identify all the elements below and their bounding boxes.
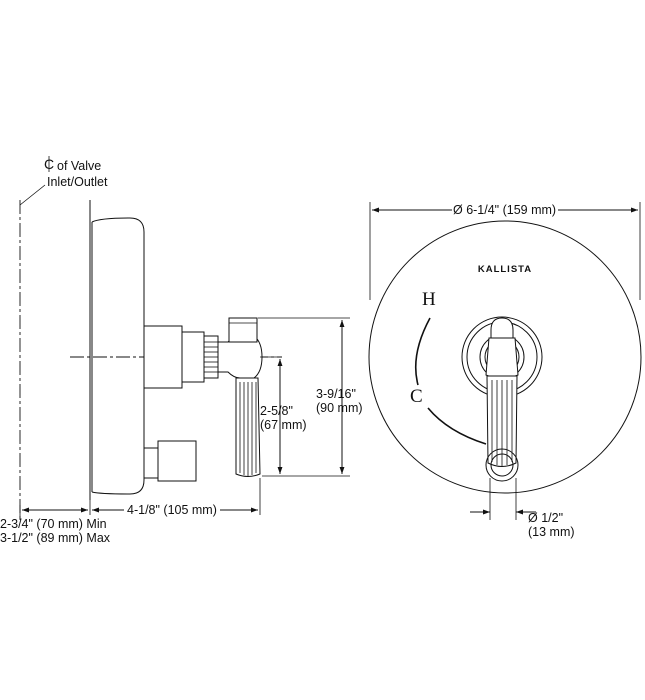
- label-depth: 4-1/8" (105 mm): [127, 503, 217, 517]
- label-height-total-mm: (90 mm): [316, 401, 363, 415]
- label-stem-in: Ø 1/2": [528, 511, 563, 525]
- hot-indicator: H: [422, 289, 436, 310]
- lower-stub: [157, 440, 197, 482]
- handle-top-cap: [228, 317, 258, 343]
- escutcheon-profile: [91, 217, 145, 495]
- handle-cap-front: [490, 317, 514, 339]
- centerline-symbol-icon: C: [44, 156, 54, 172]
- handle-flutes: [239, 382, 257, 476]
- label-wall-min: 2-3/4" (70 mm) Min: [0, 517, 107, 531]
- lower-stub-base: [143, 447, 159, 479]
- side-view: C of Valve Inlet/Outlet 3-9/16" (90 mm) …: [0, 156, 363, 545]
- label-height-total-in: 3-9/16": [316, 387, 356, 401]
- handle-neck-front: [485, 337, 519, 379]
- escutcheon-plate: [368, 220, 642, 494]
- lower-stem-inner: [490, 453, 514, 477]
- front-view: Ø 6-1/4" (159 mm) KALLISTA H C: [368, 202, 642, 539]
- brand-logo: KALLISTA: [478, 264, 532, 275]
- centerline-leader: [19, 184, 46, 206]
- lower-stem-outer: [485, 448, 519, 482]
- label-height-handle-mm: (67 mm): [260, 418, 307, 432]
- temperature-arc-upper: [414, 317, 431, 386]
- label-diameter: Ø 6-1/4" (159 mm): [453, 203, 556, 217]
- cold-indicator: C: [410, 386, 423, 407]
- hub-large: [143, 325, 183, 389]
- label-stem-mm: (13 mm): [528, 525, 575, 539]
- hub-small: [181, 331, 205, 383]
- label-cl-of-valve: of Valve: [57, 159, 101, 173]
- knurl-lines: [204, 341, 218, 373]
- handle-flutes-front: [491, 380, 513, 466]
- temperature-arc-lower: [427, 407, 487, 445]
- label-inlet-outlet: Inlet/Outlet: [47, 175, 108, 189]
- label-wall-max: 3-1/2" (89 mm) Max: [0, 531, 111, 545]
- label-height-handle-in: 2-5/8": [260, 404, 293, 418]
